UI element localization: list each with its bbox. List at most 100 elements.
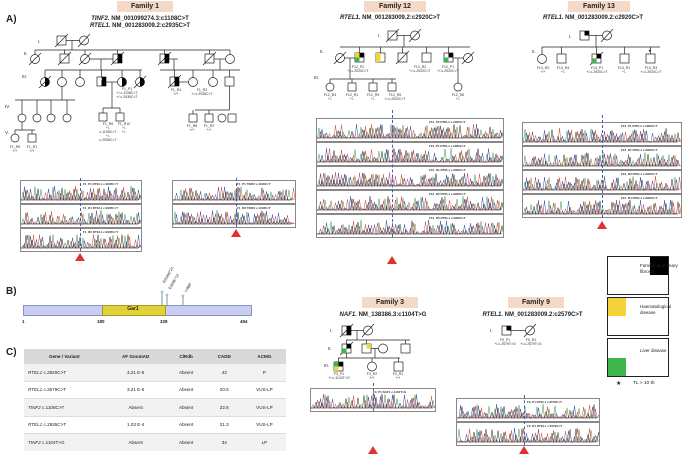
- col-header: Gene / Variant: [24, 349, 105, 364]
- chromatogram: F12_P2 RTEL1 c.2920C>T: [316, 118, 504, 142]
- sample-id: F9_P1: [499, 338, 511, 342]
- trace-label: F13_P1 RTEL1 c.2920C>T: [621, 124, 658, 128]
- family-3-pedigree: I. II. III.: [324, 323, 411, 372]
- trace-line: [173, 212, 295, 225]
- clrdb-cell: Absent: [166, 415, 206, 434]
- trace-label: F1_R1 RTEL1 c.2935C>T: [83, 206, 119, 210]
- f12-r5-label: F12_R5+/-c.2920C>T: [380, 93, 410, 101]
- sample-id: F12_R1: [345, 93, 359, 97]
- family-3-title: Family 3: [362, 297, 418, 308]
- trace-line: [317, 148, 500, 163]
- sample-id: F1_R5: [9, 145, 21, 149]
- chromatogram: F9_P1 RTEL1 c.2579C>T: [456, 398, 600, 422]
- variant: c.1108C>T: [42, 404, 65, 410]
- cadd-cell: 22.6: [205, 398, 243, 416]
- variant: c.1104T>G: [42, 439, 65, 445]
- f1-r3-label: F1_R3 +/-c.2935C>T: [186, 88, 218, 96]
- star-icon: ★: [616, 381, 622, 387]
- svg-text:I.: I.: [330, 328, 333, 333]
- aa-1: 1: [22, 319, 25, 324]
- gene-variant-cell: RTEL1 c.2920C>T: [24, 363, 105, 381]
- aa-180: 180: [97, 319, 105, 324]
- legend-liver-label: Liver disease: [640, 348, 667, 353]
- gene: TINF2: [28, 439, 41, 445]
- af-cell: Absent: [104, 398, 167, 416]
- variant-marker-icon: [75, 253, 85, 261]
- trace-label: F9_R1 RTEL1 c.2579C>T: [527, 424, 563, 428]
- gen-label: III.: [22, 74, 27, 79]
- genotype: +/-c.1108C>T: [99, 126, 117, 134]
- trace-label: F3_P1 NAF1 c.1104T>G: [373, 390, 407, 394]
- gen-label: I.: [38, 39, 41, 44]
- sample-id: F12_R4: [323, 93, 337, 97]
- trace-line: [457, 405, 598, 419]
- sample-id: F13_P1: [590, 66, 604, 70]
- svg-text:II.: II.: [532, 49, 536, 54]
- trace-line: [21, 212, 141, 225]
- trace-label: F13_R4 RTEL1 c.2920C>T: [621, 196, 658, 200]
- genotype: +/-c.2920C>T: [586, 70, 608, 74]
- gene-variant-cell: RTEL1 c.2579C>T: [24, 380, 105, 399]
- svg-text:III.: III.: [314, 75, 319, 80]
- variant-nm: NM_001099274.3:c1108C>T: [111, 16, 189, 22]
- sample-id: F1_R8: [186, 124, 198, 128]
- family-1-title: Family 1: [117, 1, 173, 12]
- variant-position-line: [373, 383, 374, 411]
- gar1-domain: [102, 305, 166, 316]
- trace-line: [457, 428, 598, 443]
- genotype: +/-c.2579T>G: [520, 342, 542, 346]
- genotype: +/+: [29, 149, 35, 153]
- sample-id: F1_R10: [117, 122, 131, 126]
- gen-label: IV.: [5, 104, 10, 109]
- sample-id: F1_R1: [26, 145, 38, 149]
- genotype: +/-: [121, 130, 127, 134]
- sample-id: F9_R1: [525, 338, 537, 342]
- variant-position-line: [392, 110, 393, 237]
- gene: RTEL1: [28, 422, 43, 428]
- genotype: +/-: [560, 70, 566, 74]
- trace-label: F1_R6 RTEL1 c.2935C>T: [83, 230, 119, 234]
- cadd-cell: 20.5: [205, 380, 243, 399]
- chromatogram: F12_R5 RTEL1 c.2920C>T: [316, 214, 504, 238]
- sample-id: F1_R6: [102, 122, 114, 126]
- variant-position-line: [524, 395, 525, 445]
- f13-p1-label: F13_P1+/-c.2920C>T: [582, 66, 612, 74]
- f3-r2-label: F3_R2+/+: [362, 372, 382, 380]
- legend-heme-label: Haematological disease: [640, 304, 672, 315]
- table-row: TINF2 c.1104T>G Absent Absent 34 LP: [24, 433, 286, 451]
- cadd-cell: 34: [205, 433, 243, 451]
- acmg-cell: VUS-LP: [242, 415, 286, 434]
- genotype: +/-c.1104T>G: [328, 376, 350, 380]
- trace-label: F12_R2 RTEL1 c.2920C>T: [429, 192, 466, 196]
- table-row: RTEL1 c.2920C>T 3.21 E-5 Absent 43 P: [24, 363, 286, 381]
- trace-label: F13_R1 RTEL1 c.2920C>T: [621, 148, 658, 152]
- trace-line: [317, 124, 500, 139]
- gar1-label: Gar1: [127, 306, 139, 312]
- chromatogram: F1_P1 TINF2 c.1108C>T: [172, 180, 296, 204]
- chromatogram: F1_R6 RTEL1 c.2935C>T: [20, 228, 142, 252]
- genotype: +/-: [349, 97, 355, 101]
- af-cell: 1.03 E-4: [104, 415, 167, 434]
- f13-r2-label: F13_R2+/+: [533, 66, 553, 74]
- trace-label: F9_P1 RTEL1 c.2579C>T: [527, 400, 562, 404]
- sample-id: F3_P1: [333, 372, 345, 376]
- gene: RTEL1: [28, 387, 43, 393]
- family-9-title: Family 9: [508, 297, 564, 308]
- variant-gene: NAF1.: [339, 312, 357, 318]
- sample-id: F3_R1: [392, 372, 404, 376]
- trace-line: [523, 176, 681, 191]
- f1-r10-label: F1_R10 +/- +/-: [116, 122, 132, 134]
- genotype: +/-: [370, 97, 376, 101]
- trace-label: F1_P1 TINF2 c.1108C>T: [237, 182, 271, 186]
- sample-id: F13_R3: [644, 66, 658, 70]
- clrdb-cell: Absent: [166, 380, 206, 399]
- variant-nm: NM_001283009.2:c2920C>T: [565, 15, 644, 21]
- variant: c.2920C>T: [43, 369, 67, 375]
- svg-text:III.: III.: [324, 363, 329, 368]
- svg-text:I.: I.: [569, 34, 572, 39]
- f3-p1-label: F3_P1+/-c.1104T>G: [324, 372, 354, 380]
- family-1-variant: TINF2. NM_001099274.3:c1108C>T RTEL1. NM…: [60, 16, 220, 30]
- genotype: +/+: [173, 92, 179, 96]
- f1-r8-label: F1_R8 +/+: [184, 124, 200, 132]
- trace-line: [317, 220, 500, 235]
